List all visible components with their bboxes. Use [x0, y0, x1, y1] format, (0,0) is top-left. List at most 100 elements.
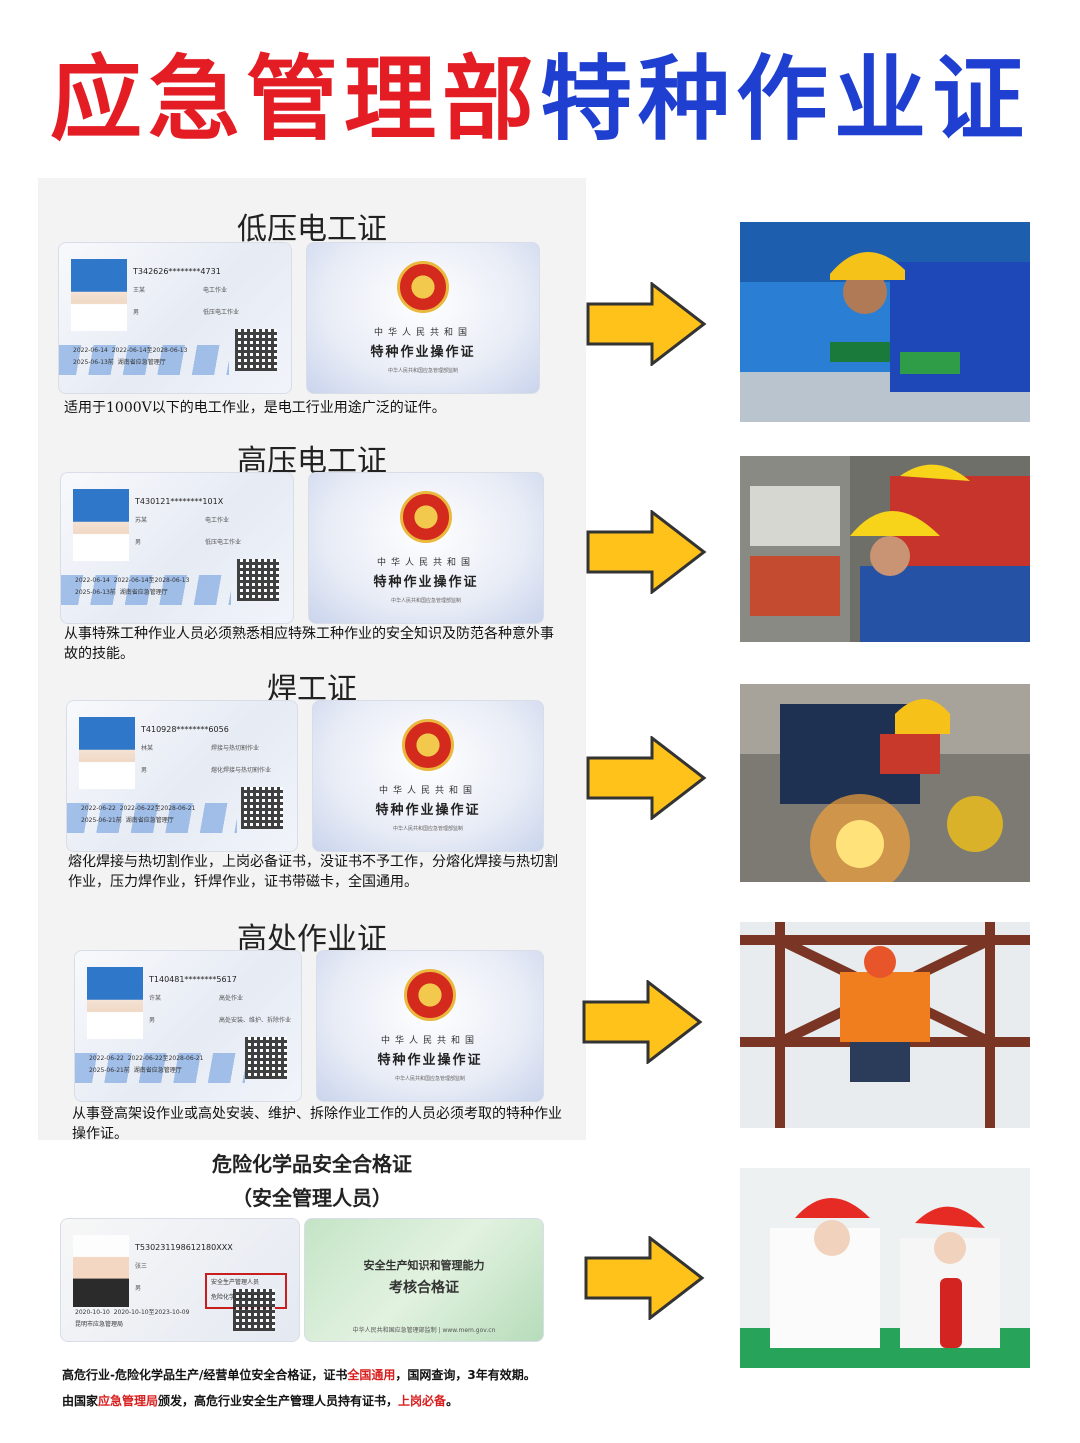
card-id: T410928********6056: [141, 725, 229, 734]
issuer: 湖南省应急管理厅: [119, 589, 168, 596]
back-line2: 考核合格证: [389, 1280, 459, 1296]
desc2-part-c: 。: [446, 1394, 459, 1408]
qr-code-icon: [245, 1037, 287, 1079]
card-back: 中华人民共和国 特种作业操作证 中华人民共和国应急管理部监制: [316, 950, 544, 1102]
national-emblem-icon: [397, 261, 449, 313]
card-back: 中华人民共和国 特种作业操作证 中华人民共和国应急管理部监制: [308, 472, 544, 624]
card-front: T410928********6056 林某男 焊接与热切割作业熔化焊接与热切割…: [66, 700, 298, 852]
back-line1: 中华人民共和国: [373, 328, 472, 338]
card-meta-right: 电工作业低压电工作业: [205, 515, 241, 548]
card-back: 中华人民共和国 特种作业操作证 中华人民共和国应急管理部监制: [306, 242, 540, 394]
desc2-highlight: 应急管理局: [98, 1394, 159, 1408]
desc2-part-a: 由国家: [62, 1394, 99, 1408]
id-photo: [71, 259, 127, 331]
date-first: 2022-06-14: [75, 577, 110, 584]
box-line1: 安全生产管理人员: [211, 1279, 260, 1286]
date-valid: 2022-06-22至2028-06-21: [127, 1055, 204, 1062]
height-work-photo: [740, 922, 1030, 1128]
date-valid: 2022-06-14至2028-06-13: [113, 577, 190, 584]
section-desc: 熔化焊接与热切割作业，上岗必备证书，没证书不予工作，分熔化焊接与热切割作业，压力…: [68, 854, 558, 890]
card-dates: 2022-06-14 2022-06-14至2028-06-13 2025-06-…: [73, 345, 187, 369]
title-blue-part: 特种作业证: [540, 46, 1031, 153]
card-id: T530231198612180XXX: [135, 1243, 233, 1252]
card-meta-right: 焊接与热切割作业熔化焊接与热切割作业: [211, 743, 271, 776]
id-photo: [79, 717, 135, 789]
hazchem-title: 危险化学品安全合格证: [212, 1152, 412, 1176]
welding-photo: [740, 684, 1030, 882]
holder-gender: 男: [141, 767, 148, 774]
desc1-highlight: 全国通用: [347, 1368, 396, 1382]
job-type: 焊接与热切割作业: [211, 745, 260, 752]
holder-name: 苏某: [135, 517, 148, 524]
issuer: 湖南省应急管理厅: [125, 817, 174, 824]
card-front: T342626********4731 王某男 电工作业低压电工作业 2022-…: [58, 242, 292, 394]
holder-gender: 男: [133, 309, 140, 316]
card-back: 中华人民共和国 特种作业操作证 中华人民共和国应急管理部监制: [312, 700, 544, 852]
back-line1: 安全生产知识和管理能力: [363, 1259, 485, 1272]
job-item: 低压电工作业: [205, 539, 242, 546]
id-photo: [73, 1235, 129, 1307]
date-first: 2022-06-14: [73, 347, 108, 354]
arrow-right-icon: [584, 1236, 705, 1320]
hazchem-inspection-photo: [740, 1168, 1030, 1368]
date-valid: 2022-06-14至2028-06-13: [111, 347, 188, 354]
hazchem-card-back: 安全生产知识和管理能力 考核合格证 中华人民共和国应急管理部监制 | www.m…: [304, 1218, 544, 1342]
back-line2: 特种作业操作证: [375, 803, 481, 818]
job-item: 高处安装、维护、拆除作业: [219, 1017, 292, 1024]
card-stripe: [61, 575, 231, 605]
date-review: 2025-06-21前: [89, 1067, 130, 1074]
certificate-panel: 低压电工证 T342626********4731 王某男 电工作业低压电工作业…: [38, 178, 586, 1142]
back-line3: 中华人民共和国应急管理部监制: [392, 826, 463, 832]
holder-name: 张三: [135, 1263, 148, 1270]
section-desc: 适用于1000V以下的电工作业，是电工行业用途广泛的证件。: [64, 400, 446, 416]
holder-gender: 男: [135, 1285, 142, 1292]
card-id: T342626********4731: [133, 267, 221, 276]
qr-code-icon: [237, 559, 279, 601]
desc1-part-b: ，国网查询，3年有效期。: [395, 1368, 536, 1382]
qr-code-icon: [235, 329, 277, 371]
card-stripe: [75, 1053, 245, 1083]
hazchem-card-front: T530231198612180XXX 张三男 安全生产管理人员危险化学品经营单…: [60, 1218, 300, 1342]
date-first: 2022-06-22: [81, 805, 116, 812]
national-emblem-icon: [402, 719, 454, 771]
job-type: 高处作业: [219, 995, 244, 1002]
holder-name: 林某: [141, 745, 154, 752]
hazchem-panel: 危险化学品安全合格证 （安全管理人员） T530231198612180XXX …: [38, 1140, 586, 1430]
desc2-part-b: 颁发，高危行业安全生产管理人员持有证书，: [158, 1394, 399, 1408]
holder-name: 许某: [149, 995, 162, 1002]
card-meta-left: 许某男: [149, 993, 161, 1026]
back-line3: 中华人民共和国应急管理部监制: [394, 1076, 465, 1082]
card-meta-left: 林某男: [141, 743, 153, 776]
arrow-right-icon: [582, 980, 703, 1064]
job-item: 低压电工作业: [203, 309, 240, 316]
back-line3: 中华人民共和国应急管理部监制: [387, 368, 458, 374]
section-title: 低压电工证: [237, 212, 387, 247]
electrician-photo: [740, 222, 1030, 422]
arrow-right-icon: [586, 736, 707, 820]
card-front: T430121********101X 苏某男 电工作业低压电工作业 2022-…: [60, 472, 294, 624]
back-line1: 中华人民共和国: [376, 558, 475, 568]
card-id: T430121********101X: [135, 497, 224, 506]
card-meta-right: 高处作业高处安装、维护、拆除作业: [219, 993, 291, 1026]
national-emblem-icon: [404, 969, 456, 1021]
issuer: 昆明市应急管理局: [75, 1321, 124, 1328]
date-first: 2020-10-10: [75, 1309, 110, 1316]
back-line1: 中华人民共和国: [380, 1036, 479, 1046]
issuer: 湖南省应急管理厅: [117, 359, 166, 366]
date-review: 2025-06-13前: [73, 359, 114, 366]
national-emblem-icon: [400, 491, 452, 543]
id-photo: [73, 489, 129, 561]
desc2-highlight-2: 上岗必备: [398, 1394, 447, 1408]
card-stripe: [67, 803, 237, 833]
hazchem-desc: 高危行业-危险化学品生产/经营单位安全合格证，证书全国通用，国网查询，3年有效期…: [62, 1362, 582, 1414]
back-line2: 特种作业操作证: [370, 345, 476, 360]
qr-code-icon: [241, 787, 283, 829]
job-type: 电工作业: [203, 287, 228, 294]
back-line3: 中华人民共和国应急管理部监制 | www.mem.gov.cn: [352, 1327, 496, 1334]
holder-name: 王某: [133, 287, 146, 294]
holder-gender: 男: [135, 539, 142, 546]
arrow-right-icon: [586, 282, 707, 366]
id-photo: [87, 967, 143, 1039]
